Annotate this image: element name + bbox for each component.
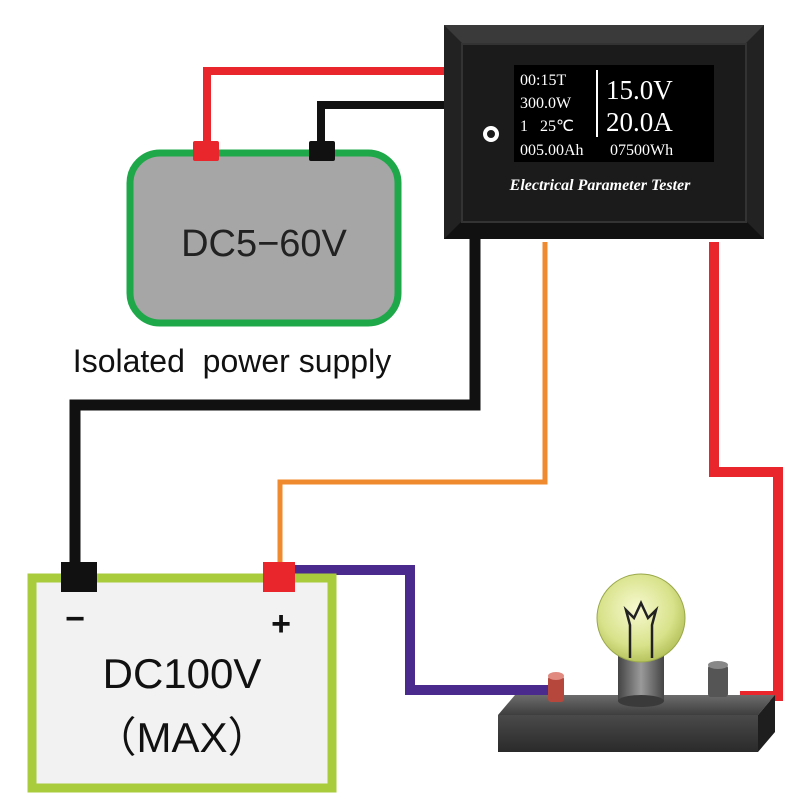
power-supply-box: [126, 149, 402, 327]
lamp-terminal-right: [708, 665, 728, 697]
bulb-icon: [596, 573, 686, 663]
readout-capacity: 005.00Ah: [520, 142, 584, 159]
wire-supply-positive: [203, 67, 445, 146]
lamp-socket: [618, 655, 664, 701]
battery-voltage-label: DC100V: [103, 650, 262, 697]
lamp-socket-rim: [618, 695, 664, 707]
readout-energy: 07500Wh: [610, 142, 673, 159]
power-supply-caption: Isolated power supply: [73, 343, 391, 379]
supply-negative-terminal: [309, 141, 335, 161]
meter-button-icon[interactable]: [483, 126, 499, 142]
lamp-base-side: [758, 695, 775, 752]
battery-negative-terminal: [61, 562, 97, 592]
battery-minus-sign: −: [65, 600, 85, 638]
battery-positive-terminal: [263, 562, 295, 592]
wire-red-load: [709, 242, 783, 701]
lamp-terminal-right-top: [708, 661, 728, 669]
readout-power: 300.0W: [520, 95, 572, 112]
bulb-filament: [623, 600, 659, 658]
wire-purple-load: [292, 565, 555, 695]
lamp-terminal-left: [548, 676, 564, 702]
readout-temperature: 1 25℃: [520, 118, 574, 135]
meter-screen: [514, 65, 714, 162]
meter-brand-label: Electrical Parameter Tester: [509, 177, 691, 194]
wire-supply-negative: [317, 101, 445, 146]
lamp-base-front: [498, 715, 758, 752]
battery-max-label: （MAX）: [94, 714, 269, 761]
readout-time: 00:15T: [520, 72, 566, 89]
wire-orange-sense: [277, 242, 548, 565]
lamp-terminal-left-top: [548, 672, 564, 680]
readout-current: 20.0A: [606, 107, 673, 137]
supply-positive-terminal: [193, 141, 219, 161]
battery-plus-sign: +: [271, 605, 291, 643]
readout-voltage: 15.0V: [606, 75, 673, 105]
wire-battery-negative: [69, 238, 481, 565]
meter-bezel: [444, 25, 764, 45]
battery-box: [27, 573, 337, 793]
meter-bezel-bottom: [444, 219, 764, 239]
lamp-load: [498, 573, 775, 752]
power-supply-label: DC5−60V: [181, 223, 347, 265]
